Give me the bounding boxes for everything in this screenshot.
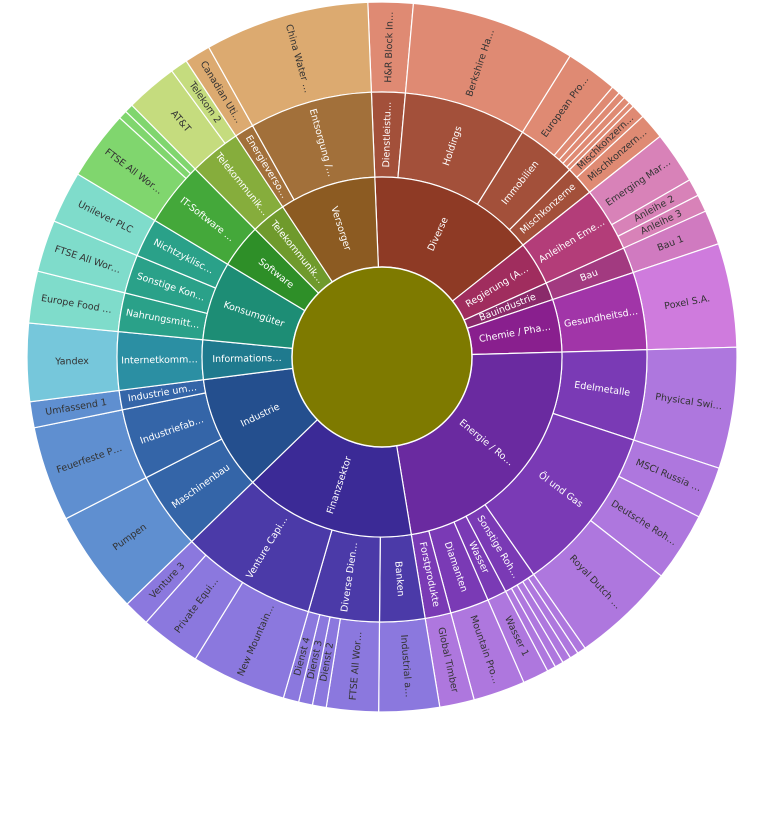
outer-ring	[26, 1, 738, 713]
segment-internetkommerz[interactable]	[116, 330, 205, 392]
segment-yandex[interactable]	[26, 322, 120, 403]
inner-ring	[201, 176, 563, 538]
center-disc[interactable]	[291, 266, 473, 448]
